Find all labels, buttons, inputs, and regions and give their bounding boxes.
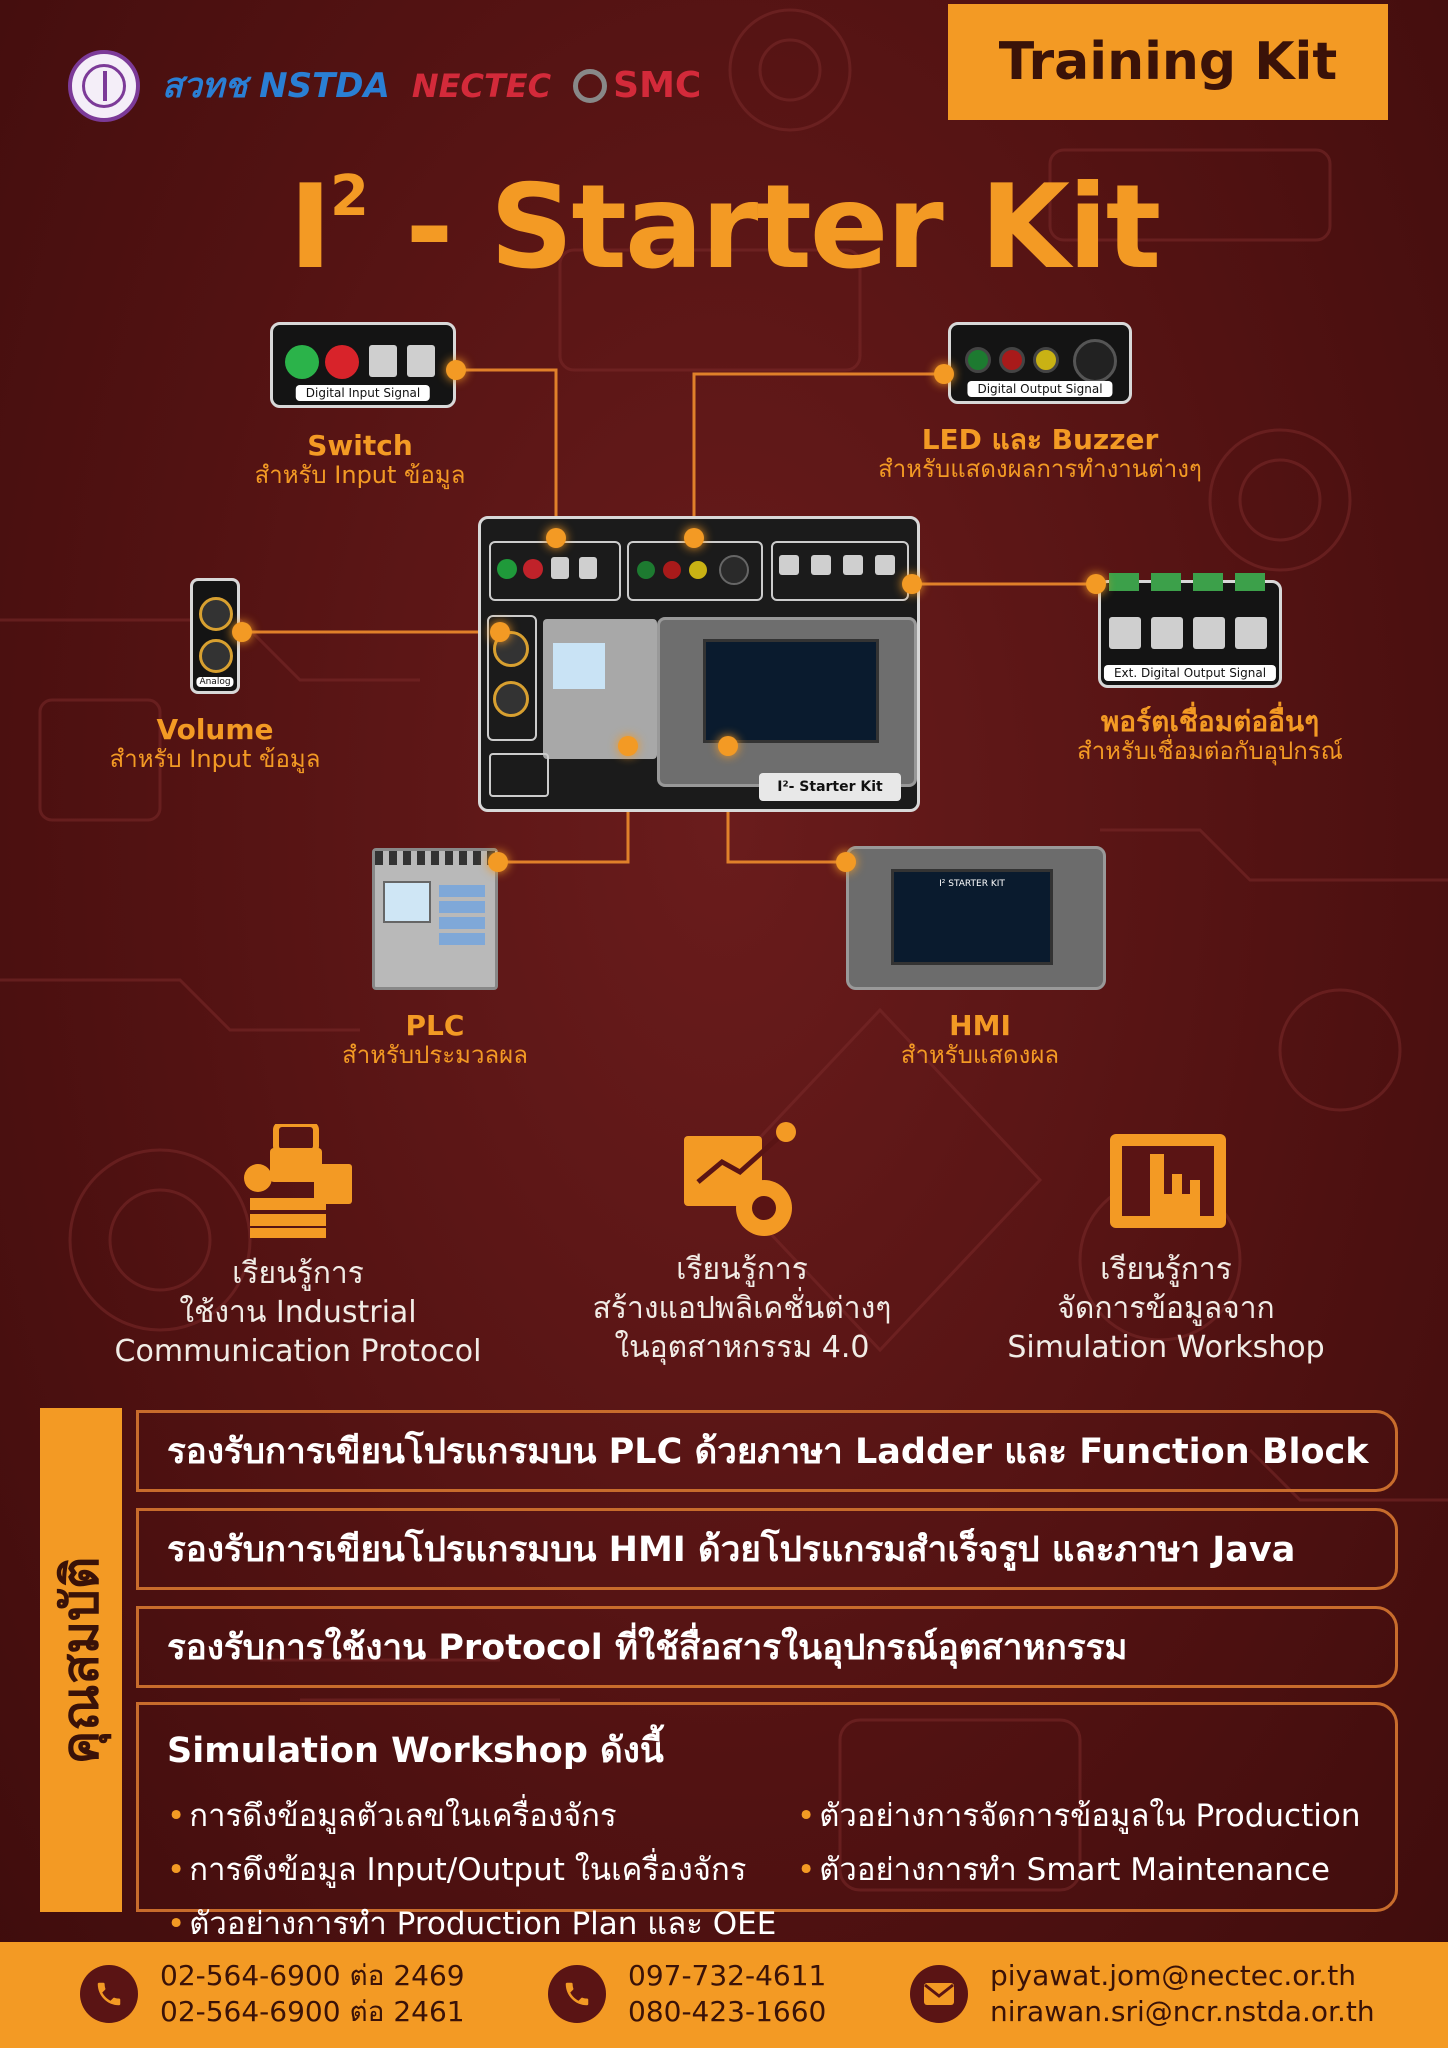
simulation-list: การดึงข้อมูลตัวเลขในเครื่องจักร ตัวอย่าง… xyxy=(167,1790,1397,1948)
plc-image xyxy=(372,848,498,990)
plc-caption: PLC สำหรับประมวลผล xyxy=(342,1009,528,1070)
connector-dot xyxy=(490,622,510,642)
feature-item: รองรับการใช้งาน Protocol ที่ใช้สื่อสารใน… xyxy=(136,1606,1398,1688)
phone-icon xyxy=(548,1965,606,2024)
ministry-seal-icon xyxy=(68,50,140,122)
partner-logos: สวทช NSTDA NECTEC SMC xyxy=(68,48,701,124)
list-item: ตัวอย่างการทำ Production Plan และ OEE xyxy=(167,1898,797,1948)
learning-item-protocol: เรียนรู้การ ใช้งาน Industrial Communicat… xyxy=(114,1256,482,1369)
switch-caption: Switch สำหรับ Input ข้อมูล xyxy=(254,429,466,490)
training-kit-badge: Training Kit xyxy=(948,4,1388,120)
connector-dot xyxy=(1086,574,1106,594)
simulation-workshop-box: Simulation Workshop ดังนี้ การดึงข้อมูลต… xyxy=(136,1702,1398,1942)
list-item: การดึงข้อมูลตัวเลขในเครื่องจักร xyxy=(167,1790,797,1840)
connector-dot xyxy=(684,528,704,548)
feature-item: รองรับการเขียนโปรแกรมบน PLC ด้วยภาษา Lad… xyxy=(136,1410,1398,1492)
nectec-logo: NECTEC xyxy=(411,67,552,105)
mobile-phone-contact: 097-732-4611 080-423-1660 xyxy=(548,1958,826,2031)
email-contact: piyawat.jom@nectec.or.th nirawan.sri@ncr… xyxy=(910,1958,1375,2031)
email-link[interactable]: piyawat.jom@nectec.or.th xyxy=(990,1959,1356,1992)
touch-screen-icon xyxy=(1110,1134,1226,1228)
smc-logo: SMC xyxy=(573,68,701,104)
led-buzzer-panel-image: Digital Output Signal xyxy=(948,322,1132,404)
phone-icon xyxy=(80,1965,138,2024)
starter-kit-image: I²- Starter Kit xyxy=(478,516,920,812)
connector-dot xyxy=(446,360,466,380)
connector-dot xyxy=(836,852,856,872)
analytics-icon xyxy=(684,1122,796,1236)
hmi-image: I² STARTER KIT xyxy=(846,846,1106,990)
connector-dot xyxy=(546,528,566,548)
connector-dot xyxy=(232,622,252,642)
protocol-icon xyxy=(244,1124,352,1238)
office-phone-contact: 02-564-6900 ต่อ 2469 02-564-6900 ต่อ 246… xyxy=(80,1958,465,2031)
nstda-logo: สวทช NSTDA xyxy=(162,66,390,106)
mail-icon xyxy=(910,1965,968,2024)
list-item: ตัวอย่างการจัดการข้อมูลใน Production xyxy=(797,1790,1397,1840)
connector-dot xyxy=(618,736,638,756)
connector-dot xyxy=(934,364,954,384)
list-item: การดึงข้อมูล Input/Output ในเครื่องจักร xyxy=(167,1844,797,1894)
features-tab: คุณสมบัติ xyxy=(40,1408,122,1912)
switch-panel-image: Digital Input Signal xyxy=(270,322,456,408)
ports-caption: พอร์ตเชื่อมต่ออื่นๆ สำหรับเชื่อมต่อกับอุ… xyxy=(1077,705,1343,766)
email-link[interactable]: nirawan.sri@ncr.nstda.or.th xyxy=(990,1995,1375,2029)
page-title: I2 - Starter Kit xyxy=(288,160,1161,295)
learning-item-simulation: เรียนรู้การ จัดการข้อมูลจาก Simulation W… xyxy=(1007,1252,1325,1365)
connector-dot xyxy=(902,574,922,594)
volume-caption: Volume สำหรับ Input ข้อมูล xyxy=(109,713,321,774)
hmi-caption: HMI สำหรับแสดงผล xyxy=(900,1009,1060,1070)
connector-dot xyxy=(488,852,508,872)
simulation-title: Simulation Workshop ดังนี้ xyxy=(167,1731,664,1771)
list-item: ตัวอย่างการทำ Smart Maintenance xyxy=(797,1844,1397,1894)
learning-item-apps: เรียนรู้การ สร้างแอปพลิเคชั่นต่างๆ ในอุต… xyxy=(592,1252,892,1365)
connector-dot xyxy=(718,736,738,756)
led-caption: LED และ Buzzer สำหรับแสดงผลการทำงานต่างๆ xyxy=(878,423,1202,484)
contact-footer: 02-564-6900 ต่อ 2469 02-564-6900 ต่อ 246… xyxy=(0,1942,1448,2048)
feature-item: รองรับการเขียนโปรแกรมบน HMI ด้วยโปรแกรมส… xyxy=(136,1508,1398,1590)
ext-port-panel-image: Ext. Digital Output Signal xyxy=(1098,573,1282,688)
